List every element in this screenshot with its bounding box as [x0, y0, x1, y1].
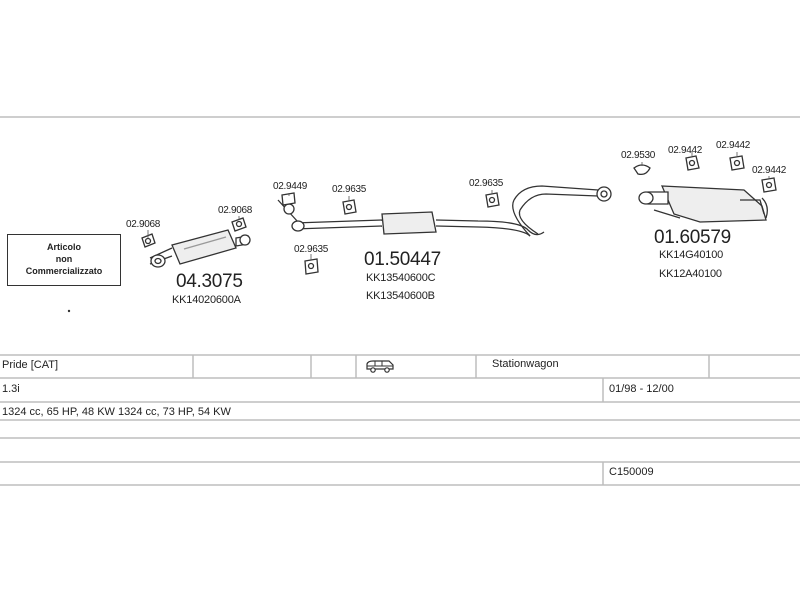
fitting-label: 02.9068 — [218, 205, 253, 216]
part-number-rear: 01.60579 — [654, 227, 731, 248]
station-wagon-icon — [366, 360, 394, 373]
vehicle-model: Pride [CAT] — [2, 359, 59, 371]
fitting-label: 02.9449 — [273, 181, 308, 192]
dot-mark — [67, 309, 71, 313]
fitting-label: 02.9530 — [621, 150, 656, 161]
catalog-code: C150009 — [609, 466, 654, 478]
middle-silencer — [277, 199, 545, 237]
part-code-rear-1: KK14G40100 — [659, 249, 724, 261]
frame-lines — [0, 116, 800, 486]
rear-silencer — [638, 185, 768, 223]
production-dates: 01/98 - 12/00 — [609, 383, 674, 395]
fitting-label: 02.9635 — [469, 178, 504, 189]
not-commercialized-notice: Articolo non Commercializzato — [7, 234, 121, 286]
leader-lines — [147, 152, 770, 260]
part-code-middle-2: KK13540600B — [366, 290, 435, 302]
part-code-rear-2: KK12A40100 — [659, 268, 722, 280]
fitting-label: 02.9442 — [752, 165, 787, 176]
body-type: Stationwagon — [492, 358, 559, 370]
fitting-label: 02.9635 — [294, 244, 329, 255]
engine-specs: 1324 cc, 65 HP, 48 KW 1324 cc, 73 HP, 54… — [2, 406, 231, 418]
fitting-label: 02.9442 — [668, 145, 703, 156]
engine: 1.3i — [2, 383, 20, 395]
middle-gaskets — [281, 192, 500, 275]
part-number-middle: 01.50447 — [364, 249, 441, 270]
front-catalytic-converter — [149, 229, 251, 268]
part-number-front: 04.3075 — [176, 271, 243, 292]
part-code-middle-1: KK13540600C — [366, 272, 436, 284]
notice-line-1: Articolo — [46, 242, 81, 252]
fitting-label: 02.9068 — [126, 219, 161, 230]
tail-pipe-connector — [512, 185, 612, 237]
fitting-label: 02.9442 — [716, 140, 751, 151]
front-gaskets — [141, 217, 247, 248]
fitting-label: 02.9635 — [332, 184, 367, 195]
notice-line-2: non — [55, 254, 73, 264]
part-code-front: KK14020600A — [172, 294, 241, 306]
notice-line-3: Commercializzato — [25, 266, 103, 276]
rear-hangers — [633, 155, 777, 193]
